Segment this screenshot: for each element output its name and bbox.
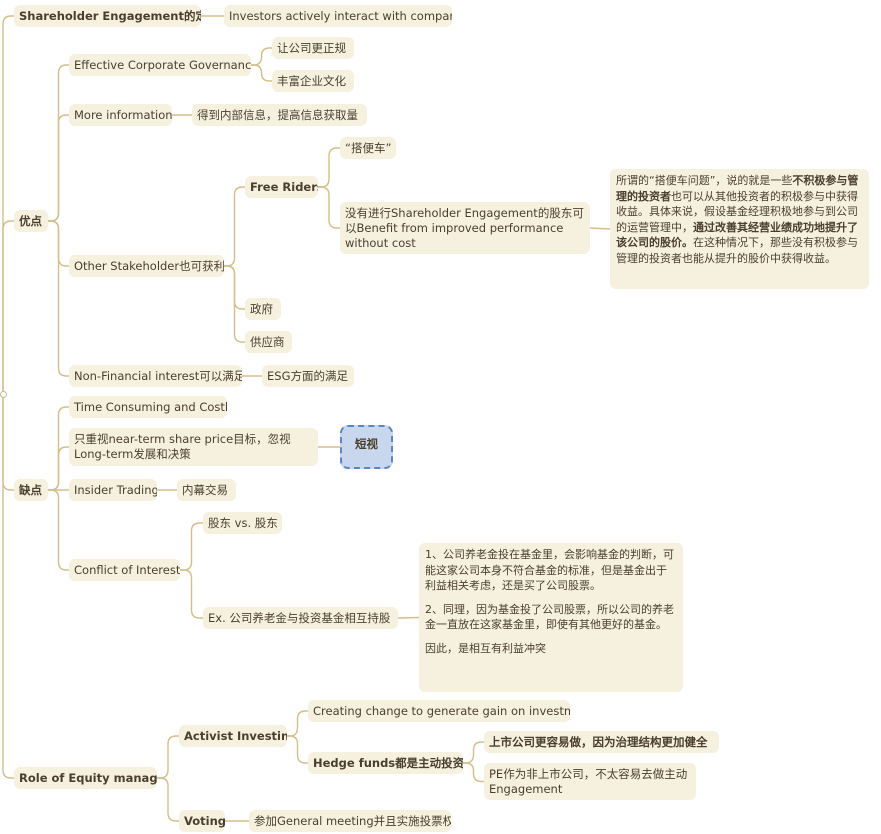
note-text-c: 也可以从其他投资者的积极参与中获得收益。具体来说，假设基金经理积极地参与到公司的… [616,189,858,234]
edge-11 [318,147,340,188]
node-information-detail[interactable]: 得到内部信息，提高信息获取量 [192,104,367,126]
node-governance-culture[interactable]: 丰富企业文化 [272,70,354,92]
node-nonfinancial[interactable]: Non-Financial interest可以满足 [69,365,242,387]
node-voting-detail[interactable]: 参加General meeting并且实施投票权 [249,810,451,832]
node-voting[interactable]: Voting [179,810,225,832]
edge-root-1 [2,220,14,395]
node-conflict-shareholders[interactable]: 股东 vs. 股东 [203,512,282,534]
node-activist-creating[interactable]: Creating change to generate gain on inve… [308,700,570,722]
node-free-riders-explain[interactable]: 没有进行Shareholder Engagement的股东可以Benefit f… [340,202,590,254]
node-time-cost[interactable]: Time Consuming and Costly [69,396,227,418]
node-government[interactable]: 政府 [245,298,281,320]
node-definition[interactable]: Shareholder Engagement的定义 [14,5,201,27]
edge-29 [463,762,484,783]
note-text-b: 不积极参与管理的投资者 [616,174,859,203]
node-insider-detail[interactable]: 内幕交易 [177,479,236,501]
edge-10 [224,265,245,343]
node-governance[interactable]: Effective Corporate Governance [69,54,251,76]
node-hedge-pe[interactable]: PE作为非上市公司，不太容易去做主动Engagement [484,763,696,800]
node-role[interactable]: Role of Equity manager [14,767,157,789]
edge-root-2 [2,395,14,491]
node-hedge-funds[interactable]: Hedge funds都是主动投资 [308,752,463,774]
edge-12 [318,186,340,229]
node-insider[interactable]: Insider Trading [69,479,157,501]
edge-27 [287,735,308,764]
node-supplier[interactable]: 供应商 [245,331,292,353]
node-nonfinancial-detail[interactable]: ESG方面的满足 [262,365,354,387]
node-cons[interactable]: 缺点 [14,479,48,501]
conflict-note-p2: 2、同理，因为基金投了公司股票，所以公司的养老金一直放在这家基金里，即使有其他更… [425,602,674,632]
root-collapse-handle[interactable] [0,391,7,398]
edge-21 [180,522,203,571]
edge-8 [224,186,245,267]
edge-25 [157,777,179,822]
edge-28 [463,741,484,764]
node-free-riders[interactable]: Free Riders [245,176,318,198]
edge-2 [48,114,69,222]
node-definition-detail[interactable]: Investors actively interact with compani… [224,5,452,27]
node-pros[interactable]: 优点 [14,210,48,232]
node-conflict-note[interactable]: 1、公司养老金投在基金里，会影响基金的判断，可能这家公司本身不符合基金的标准，但… [419,543,683,692]
edge-4 [48,220,69,377]
node-shortterm[interactable]: 只重视near-term share price目标，忽视Long-term发展… [69,428,318,466]
node-conflict-example[interactable]: Ex. 公司养老金与投资基金相互持股 [203,607,398,629]
edge-5 [251,47,272,66]
edge-6 [251,64,272,82]
node-stakeholder[interactable]: Other Stakeholder也可获利 [69,255,224,277]
edge-22 [180,569,203,619]
edge-23 [397,616,420,619]
conflict-note-p3: 因此，是相互有利益冲突 [425,641,546,655]
edge-26 [287,710,308,737]
node-conflict[interactable]: Conflict of Interest [69,559,180,581]
edge-13 [589,227,611,230]
edge-18 [48,489,69,571]
node-free-riders-note[interactable]: 所谓的“搭便车问题”，说的就是一些不积极参与管理的投资者也可以从其他投资者的积极… [610,169,869,289]
edge-root-3 [2,395,14,779]
note-text-e: 在这种情况下，那些没有积极参与管理的投资者也能从提升的股价中获得收益。 [616,236,858,265]
node-hedge-listed[interactable]: 上市公司更容易做，因为治理结构更加健全 [484,731,719,753]
note-text-a: 所谓的“搭便车问题”，说的就是一些 [616,174,793,187]
node-shortterm-tag[interactable]: 短视 [340,425,393,469]
conflict-note-p1: 1、公司养老金投在基金里，会影响基金的判断，可能这家公司本身不符合基金的标准，但… [425,548,674,592]
node-information[interactable]: More information [69,104,172,126]
edge-root-0 [2,15,14,395]
node-governance-formal[interactable]: 让公司更正规 [272,37,354,59]
node-free-riders-quote[interactable]: “搭便车” [340,137,396,159]
note-text-d: 通过改善其经营业绩成功地提升了该公司的股价。 [616,220,858,250]
node-activist[interactable]: Activist Investing [179,725,287,747]
edge-16 [48,446,69,491]
edge-24 [157,735,179,779]
